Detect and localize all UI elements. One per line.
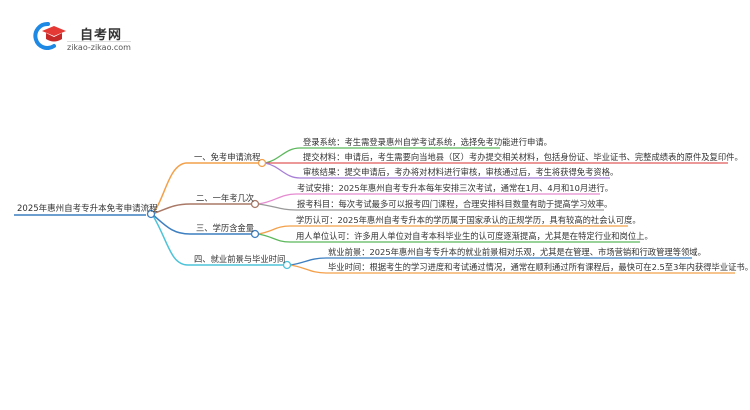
leaf-review-result: 审核结果：提交申请后，考办将对材料进行审核，审核通过后，考生将获得免考资格。 xyxy=(303,167,619,177)
leaf-degree-recognition: 学历认可：2025年惠州自考专升本的学历属于国家承认的正规学历，具有较高的社会认… xyxy=(296,215,641,225)
branch-exemption-process: 一、免考申请流程 xyxy=(194,152,261,162)
graduation-cap-icon xyxy=(33,22,66,50)
mindmap-root: 2025年惠州自考专升本免考申请流程 xyxy=(17,204,158,214)
branch-employment-graduation: 四、就业前景与毕业时间 xyxy=(194,254,286,264)
leaf-graduation-time: 毕业时间：根据考生的学习进度和考试通过情况，通常在顺利通过所有课程后，最快可在2… xyxy=(328,262,750,272)
leaf-submit-materials: 提交材料：申请后，考生需要向当地县（区）考办提交相关材料，包括身份证、毕业证书、… xyxy=(303,152,743,162)
leaf-login-system: 登录系统：考生需登录惠州自学考试系统，选择免考功能进行申请。 xyxy=(303,137,552,147)
leaf-employer-recognition: 用人单位认可：许多用人单位对自考本科毕业生的认可度逐渐提高，尤其是在特定行业和岗… xyxy=(296,231,653,241)
logo-title: 自考网 xyxy=(80,28,123,43)
branch-degree-value: 三、学历含金量 xyxy=(196,223,255,233)
leaf-employment-prospects: 就业前景：2025年惠州自考专升本的就业前景相对乐观，尤其是在管理、市场营销和行… xyxy=(328,247,706,257)
logo-subtitle: zikao-zikao.com xyxy=(67,41,131,52)
leaf-exam-schedule: 考试安排：2025年惠州自考专升本每年安排三次考试，通常在1月、4月和10月进行… xyxy=(297,183,614,193)
branch-exams-per-year: 二、一年考几次 xyxy=(196,193,255,203)
leaf-exam-subjects: 报考科目：每次考试最多可以报考四门课程，合理安排科目数量有助于提高学习效率。 xyxy=(297,199,613,209)
